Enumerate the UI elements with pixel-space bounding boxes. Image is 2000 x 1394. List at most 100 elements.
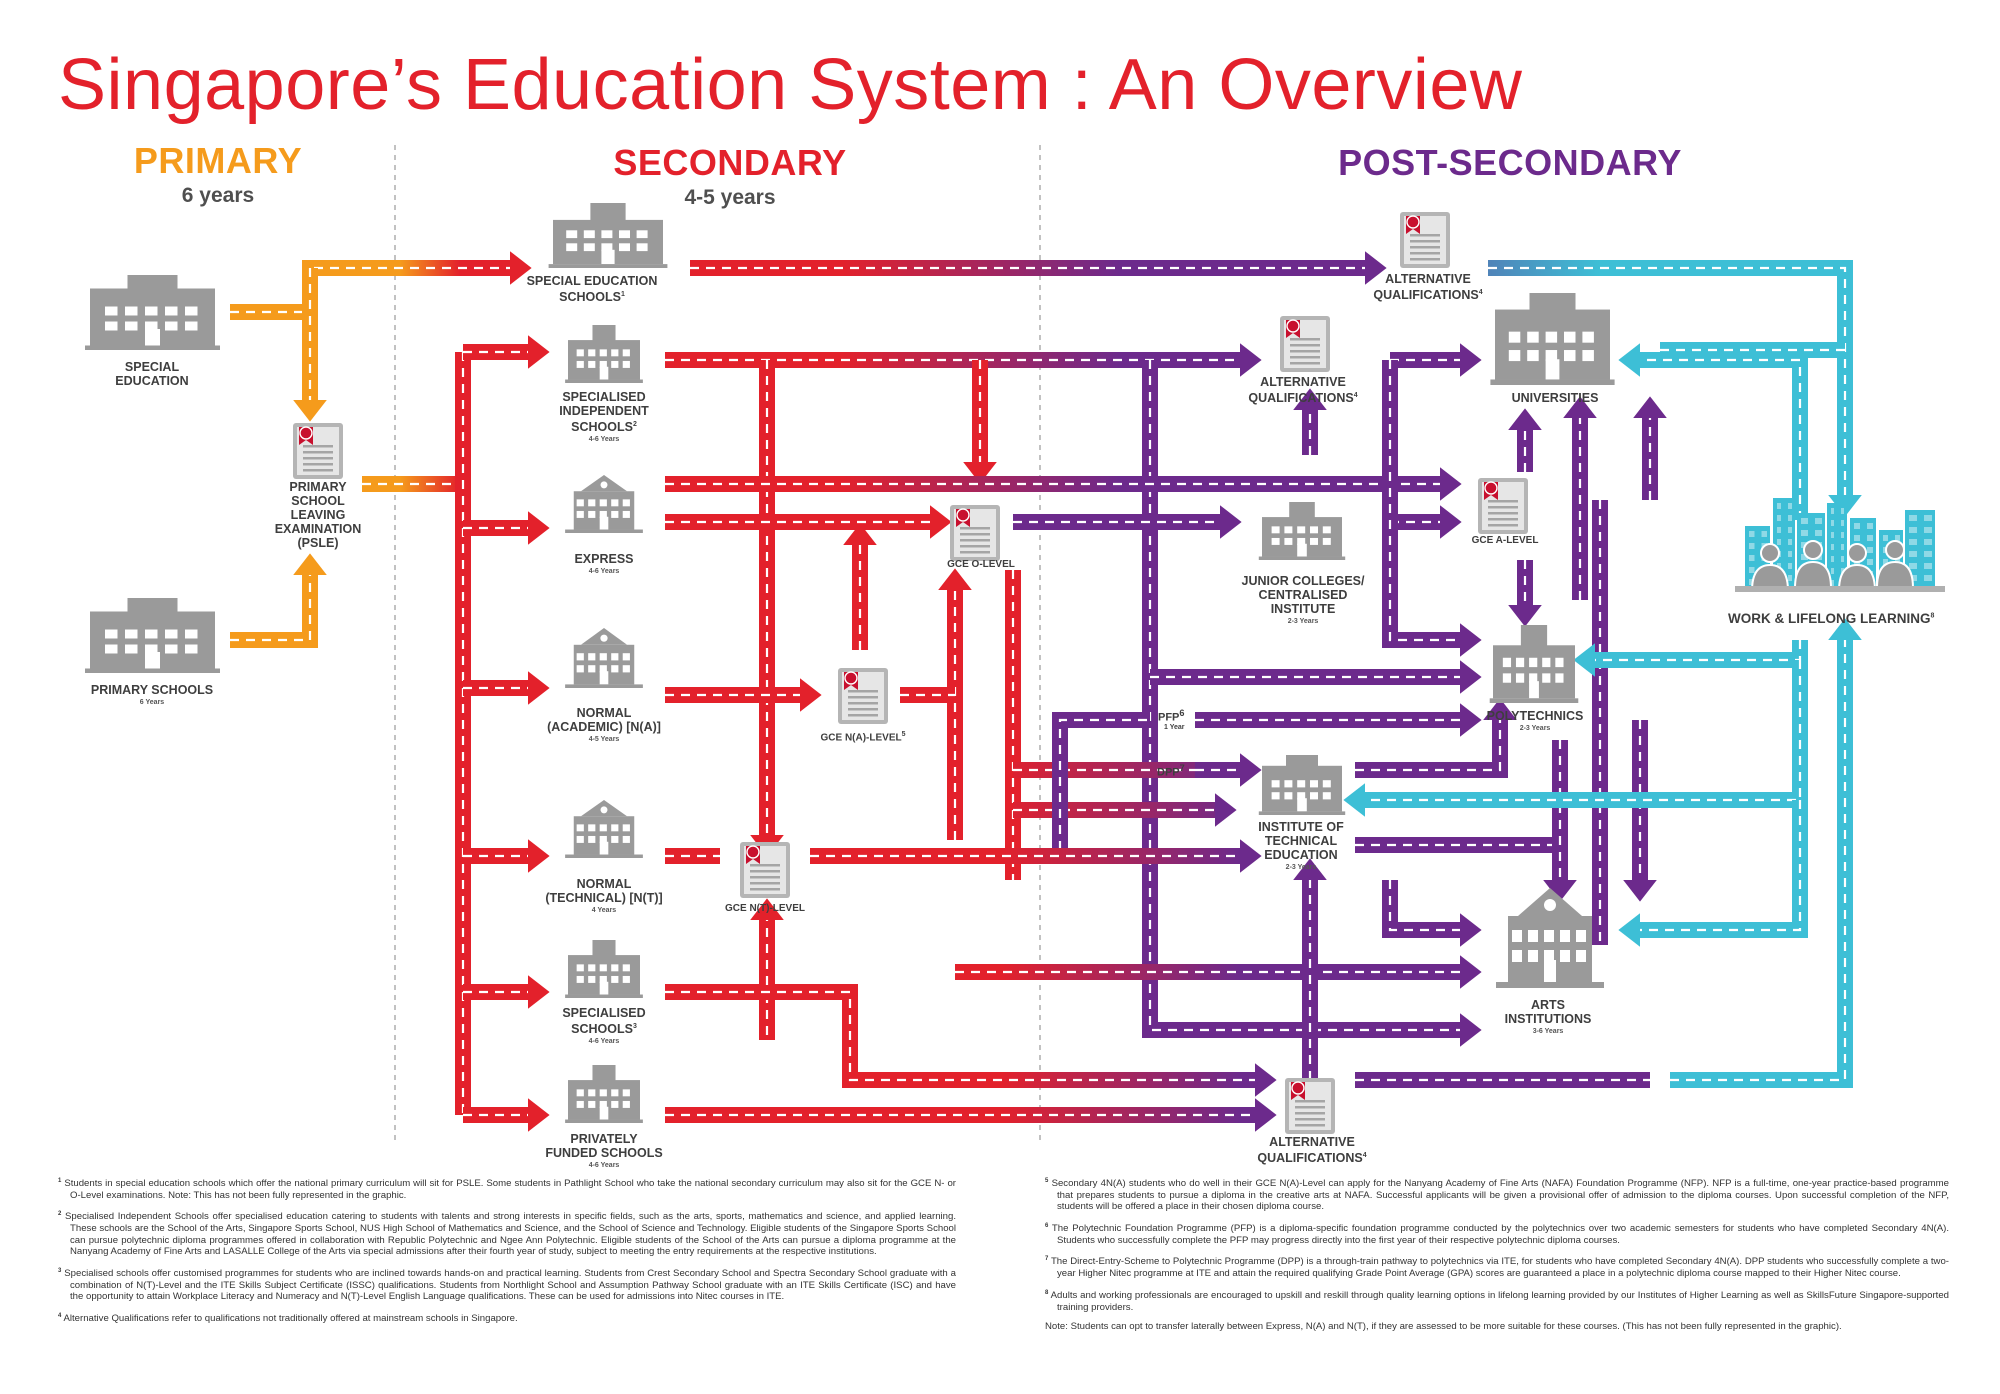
footnote-number: 7 (1045, 1256, 1049, 1263)
section-secondary: SECONDARY 4-5 years (600, 142, 860, 210)
label-text: GCE N(A)-LEVEL (820, 732, 902, 744)
arrowhead (1573, 643, 1595, 677)
polytechnics-icon (1489, 625, 1579, 703)
route-ss-to-arts (955, 955, 1482, 989)
label-text: PRIMARY SCHOOLS (90, 683, 214, 697)
route-trunk-branch-3 (463, 839, 550, 873)
footnote-marker: 2 (632, 421, 637, 428)
label-text: NORMAL (ACADEMIC) [N(A)] (547, 706, 661, 734)
label-gce-nt-level: GCE N(T)-LEVEL (725, 902, 805, 916)
arrowhead (528, 511, 550, 545)
route-ss-to-nt-level (750, 898, 784, 985)
route-work-up (1670, 618, 1862, 1088)
label-text: PRIMARY SCHOOL LEAVING EXAMINATION (PSLE… (274, 480, 362, 550)
arrowhead (1460, 913, 1482, 947)
route-dpp-to-ite (1195, 753, 1262, 787)
arrowhead (1240, 753, 1262, 787)
label-text: DPP (1157, 766, 1180, 779)
label-years: 4-5 Years (588, 736, 620, 743)
label-text: GCE O-LEVEL (947, 559, 1015, 570)
label-years: 2-3 Years (1285, 864, 1317, 871)
footnote-marker: 1 (620, 291, 625, 298)
footnote-text: The Polytechnic Foundation Programme (PF… (1048, 1223, 1949, 1246)
label-alt-qualifications-top: ALTERNATIVE QUALIFICATIONS4 (1373, 272, 1482, 302)
label-gce-o-level: GCE O-LEVEL (947, 558, 1015, 572)
special-education-schools-icon (548, 203, 668, 268)
section-primary-heading: PRIMARY (133, 140, 303, 181)
footnote-number: 3 (58, 1267, 62, 1274)
label-text: JUNIOR COLLEGES/ CENTRALISED INSTITUTE (1241, 574, 1365, 616)
route-trunk-branch-1 (463, 511, 550, 545)
route-pfp (1052, 712, 1150, 850)
label-text: SPECIALISED SCHOOLS (562, 1006, 646, 1037)
label-universities: UNIVERSITIES (1512, 391, 1599, 405)
arrowhead (1293, 858, 1327, 880)
privately-funded-icon (565, 1065, 643, 1123)
arrowhead (1240, 343, 1262, 377)
label-work-lifelong-learning: WORK & LIFELONG LEARNING8 (1728, 611, 1934, 626)
arrowhead (1460, 623, 1482, 657)
footnote-marker: 3 (632, 1023, 637, 1030)
arrowhead (1618, 913, 1640, 947)
label-text: ARTS INSTITUTIONS (1504, 998, 1592, 1026)
label-text: SPECIAL EDUCATION SCHOOLS (526, 274, 658, 305)
label-normal-academic: NORMAL (ACADEMIC) [N(A)] 4-5 Years (547, 706, 661, 744)
arrowhead (963, 462, 997, 484)
gce-nt-level-certificate-icon (740, 842, 790, 898)
label-text: INSTITUTE OF TECHNICAL EDUCATION (1258, 820, 1344, 862)
arrowhead (528, 335, 550, 369)
footnote-text: Specialised schools offer customised pro… (61, 1268, 956, 1303)
route-express-to-gce-a (665, 467, 1462, 501)
route-jc-to-alt-q (1293, 388, 1327, 455)
arrowhead (1255, 1063, 1277, 1097)
route-a-level-to-uni (1508, 408, 1542, 472)
route-express-to-o-level (665, 505, 952, 539)
section-post-secondary: POST-SECONDARY (1320, 142, 1700, 184)
label-special-education-schools: SPECIAL EDUCATION SCHOOLS1 (527, 274, 658, 304)
label-text: NORMAL (TECHNICAL) [N(T)] (545, 877, 663, 905)
section-post-secondary-heading: POST-SECONDARY (1338, 142, 1682, 183)
psle-certificate-icon (293, 423, 343, 479)
route-nt-level-to-ite (810, 839, 1262, 873)
label-text: ALTERNATIVE QUALIFICATIONS (1257, 1135, 1363, 1166)
label-years: 1 Year (1163, 723, 1185, 731)
footnote-4: 4 Alternative Qualifications refer to qu… (58, 1311, 956, 1325)
route-sis-to-o-level (963, 360, 997, 484)
route-ite-to-poly (1355, 698, 1517, 778)
arrowhead (930, 505, 952, 539)
arrowhead (528, 671, 550, 705)
section-secondary-heading: SECONDARY (613, 142, 847, 183)
label-text: PFP (1158, 711, 1180, 724)
arrowhead (1508, 408, 1542, 430)
route-alt-q-bottom-to-ite (1293, 858, 1327, 1080)
arrowhead (510, 251, 532, 285)
arrowhead (1255, 1098, 1277, 1132)
universities-icon (1490, 293, 1615, 385)
footnote-number: 4 (58, 1312, 62, 1319)
route-ite-to-arts (1382, 880, 1482, 947)
route-o-level-to-jc (1013, 505, 1242, 539)
footnote-2: 2 Specialised Independent Schools offer … (58, 1209, 956, 1258)
route-alt-to-poly (1382, 360, 1482, 657)
route-trunk-branch-5 (463, 1098, 550, 1132)
footnote-marker: 6 (1179, 708, 1185, 718)
arrowhead (1618, 343, 1640, 377)
route-pfp-to-poly (1195, 703, 1482, 737)
footnote-7: 7 The Direct-Entry-Scheme to Polytechnic… (1045, 1254, 1949, 1279)
arrowhead (1828, 618, 1862, 640)
specialised-independent-icon (565, 325, 643, 383)
label-pfp: PFP6 1 Year (1158, 708, 1185, 731)
label-years: 4-6 Years (588, 1038, 620, 1046)
arrowhead (1440, 467, 1462, 501)
alt-qualifications-top-icon (1400, 212, 1450, 268)
arrowhead (1460, 660, 1482, 694)
alt-qualifications-bottom-icon (1285, 1078, 1335, 1134)
specialised-schools-icon (565, 940, 643, 998)
route-sis-to-arts (1142, 360, 1482, 1047)
label-dpp: DPP7 (1157, 763, 1185, 779)
special-education-icon (85, 275, 220, 350)
